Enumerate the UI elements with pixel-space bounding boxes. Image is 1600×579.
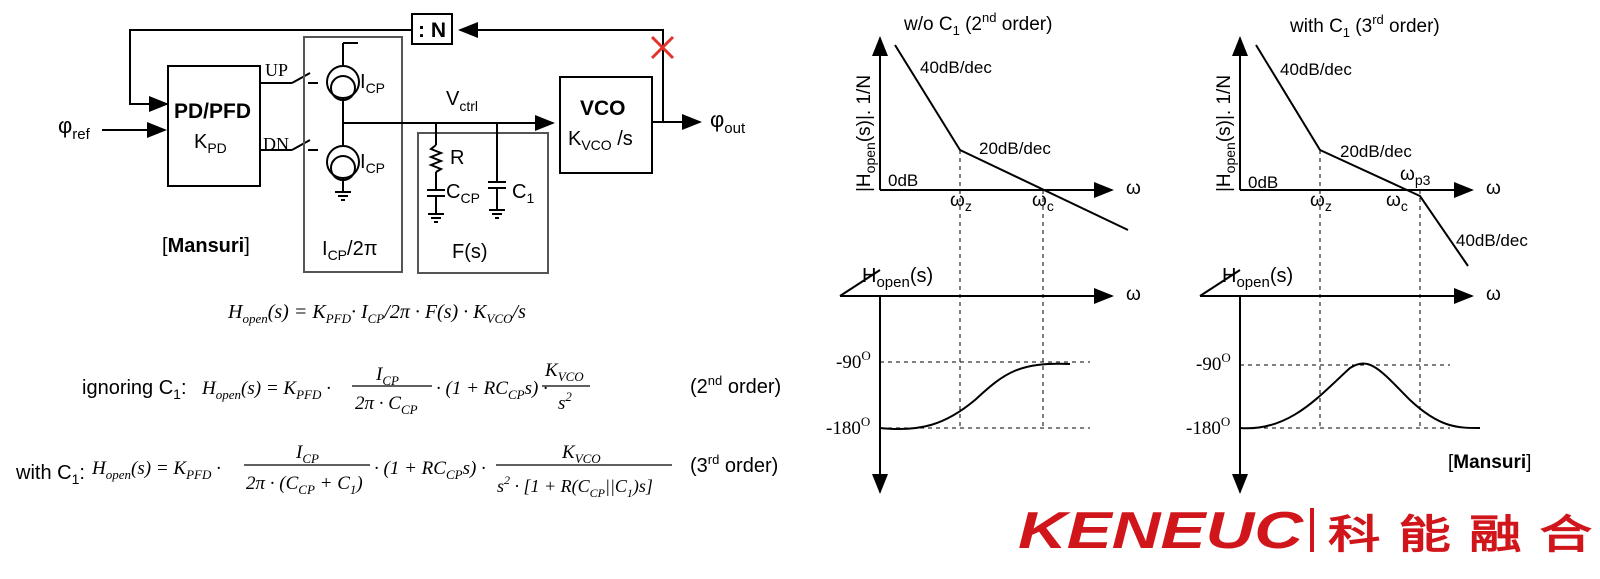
equation-3rd-frac1-num: ICP <box>295 442 319 466</box>
left-0db: 0dB <box>888 171 918 190</box>
equation-3rd-lhs: Hopen(s) = KPFD · <box>91 458 221 482</box>
right-magnitude-axis-label: |Hopen(s)|. 1/N <box>1214 75 1238 192</box>
right-omega-z: ωz <box>1310 190 1332 214</box>
left-magnitude-axis-label: |Hopen(s)|. 1/N <box>854 75 878 192</box>
up-label: UP <box>265 60 288 80</box>
right-slope-40-top: 40dB/dec <box>1280 60 1352 79</box>
r-label: R <box>450 147 464 169</box>
equation-3rd-frac2-den: s2 · [1 + R(CCP||C1)s] <box>497 473 653 500</box>
vco-gain: KVCO /s <box>568 128 633 153</box>
right-slope-40-bottom: 40dB/dec <box>1456 231 1528 250</box>
pfd-title: PD/PFD <box>174 100 251 123</box>
ignoring-c1-label: ignoring C1: <box>82 377 187 402</box>
left-plot-title: w/o C1 (2nd order) <box>903 10 1052 38</box>
right-omega-p3: ωp3 <box>1400 164 1431 188</box>
equation-3rd-frac2-num: KVCO <box>561 442 601 466</box>
right-magnitude-curve <box>1255 44 1469 267</box>
icp-dn-label: ICP <box>360 151 385 176</box>
left-slope-40: 40dB/dec <box>920 58 992 77</box>
equation-2nd-mid: · (1 + RCCPs) · <box>436 378 548 402</box>
equation-3rd-frac1-den: 2π · (CCP + C1) <box>246 473 363 497</box>
right-mag-omega: ω <box>1486 178 1501 199</box>
left-phase-label: Hopen(s) <box>862 265 933 291</box>
ccp-label: CCP <box>446 181 480 206</box>
with-c1-label: with C1: <box>15 462 85 487</box>
right-deg-180: -180O <box>1186 414 1230 439</box>
pfd-gain: KPD <box>194 131 227 156</box>
loop-filter-box <box>417 132 549 274</box>
right-phase-label: Hopen(s) <box>1222 265 1293 291</box>
right-phase-omega: ω <box>1486 284 1501 305</box>
left-mag-omega: ω <box>1126 178 1141 199</box>
bode-guides <box>880 150 1450 430</box>
right-deg-90: -90O <box>1196 350 1231 375</box>
phi-out-label: φout <box>710 107 746 137</box>
plot-citation: [Mansuri] <box>1448 452 1531 473</box>
filter-label: F(s) <box>452 241 488 263</box>
right-plot-title: with C1 (3rd order) <box>1289 12 1440 40</box>
equation-2nd-frac2-den: s2 <box>558 389 572 414</box>
icp-up-label: ICP <box>360 71 385 96</box>
left-omega-z: ωz <box>950 190 972 214</box>
bode-plots <box>839 36 1481 494</box>
equation-3rd-mid: · (1 + RCCPs) · <box>374 458 486 482</box>
logo-chinese: 科 能 融 合 <box>1328 512 1592 558</box>
right-phase-curve <box>1239 362 1481 430</box>
right-omega-c: ωc <box>1386 190 1408 214</box>
order2-label: (2nd order) <box>690 373 781 398</box>
left-deg-180: -180O <box>826 414 870 439</box>
order3-label: (3rd order) <box>690 452 778 477</box>
dn-label: DN <box>263 134 289 154</box>
left-phase-curve <box>879 362 1071 431</box>
left-omega-c: ωc <box>1032 190 1054 214</box>
equation-2nd-lhs: Hopen(s) = KPFD · <box>201 378 331 402</box>
left-phase-omega: ω <box>1126 284 1141 305</box>
equation-2nd-frac1-den: 2π · CCP <box>355 393 418 417</box>
right-slope-20: 20dB/dec <box>1340 142 1412 161</box>
broken-loop-x-icon <box>650 35 675 60</box>
equation-2nd-frac2-num: KVCO <box>544 360 584 384</box>
keneuc-logo: KENEUC 科 能 融 合 <box>1018 502 1592 560</box>
circuit-citation: [Mansuri] <box>162 235 250 257</box>
left-deg-90: -90O <box>836 348 871 373</box>
equations: Hopen(s) = KPFD· ICP/2π · F(s) · KVCO/s … <box>15 301 781 500</box>
vco-title: VCO <box>580 97 626 120</box>
vctrl-label: Vctrl <box>446 88 478 114</box>
circuit-labels: : N PD/PFD KPD VCO KVCO /s φref φout UP … <box>58 19 746 263</box>
pfd-block <box>167 65 261 187</box>
vco-block <box>559 76 653 174</box>
right-0db: 0dB <box>1248 173 1278 192</box>
left-slope-20: 20dB/dec <box>979 139 1051 158</box>
pll-circuit <box>102 13 702 274</box>
logo-divider <box>1310 508 1314 552</box>
equation-2nd-frac1-num: ICP <box>375 364 399 388</box>
cp-box-label: ICP/2π <box>322 238 378 263</box>
logo-brand: KENEUC <box>1018 502 1305 560</box>
phi-ref-label: φref <box>58 113 91 143</box>
bode-labels: w/o C1 (2nd order) with C1 (3rd order) |… <box>826 10 1531 473</box>
divider-label: : N <box>418 19 446 42</box>
charge-pump-box <box>303 36 403 273</box>
equation-main: Hopen(s) = KPFD· ICP/2π · F(s) · KVCO/s <box>227 301 526 326</box>
c1-label: C1 <box>512 181 534 206</box>
